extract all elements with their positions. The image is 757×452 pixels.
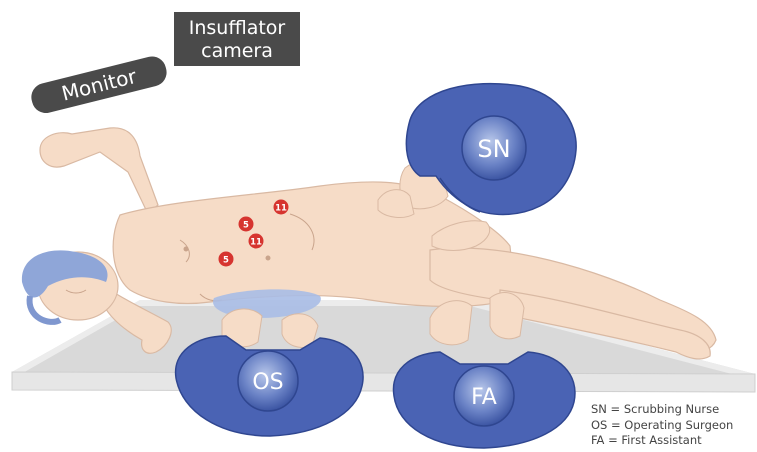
port-label: 5 [243, 221, 249, 231]
insufflator-text: Insufflator [189, 17, 286, 39]
port-marker: 5 [239, 217, 254, 232]
legend-item-os: OS = Operating Surgeon [591, 418, 733, 434]
port-marker: 11 [274, 200, 289, 215]
legend-item-sn: SN = Scrubbing Nurse [591, 402, 733, 418]
legend: SN = Scrubbing Nurse OS = Operating Surg… [591, 402, 733, 449]
fa-label: FA [471, 385, 497, 410]
insufflator-camera-label: Insufflator camera [174, 12, 300, 66]
port-label: 11 [250, 238, 262, 248]
port-marker: 5 [219, 252, 234, 267]
port-label: 11 [275, 204, 287, 214]
sn-label: SN [477, 135, 510, 163]
os-label: OS [252, 370, 283, 395]
monitor-label: Monitor [28, 54, 169, 116]
port-label: 5 [223, 256, 229, 266]
legend-item-fa: FA = First Assistant [591, 433, 733, 449]
camera-text: camera [201, 40, 273, 62]
port-marker: 11 [249, 234, 264, 249]
